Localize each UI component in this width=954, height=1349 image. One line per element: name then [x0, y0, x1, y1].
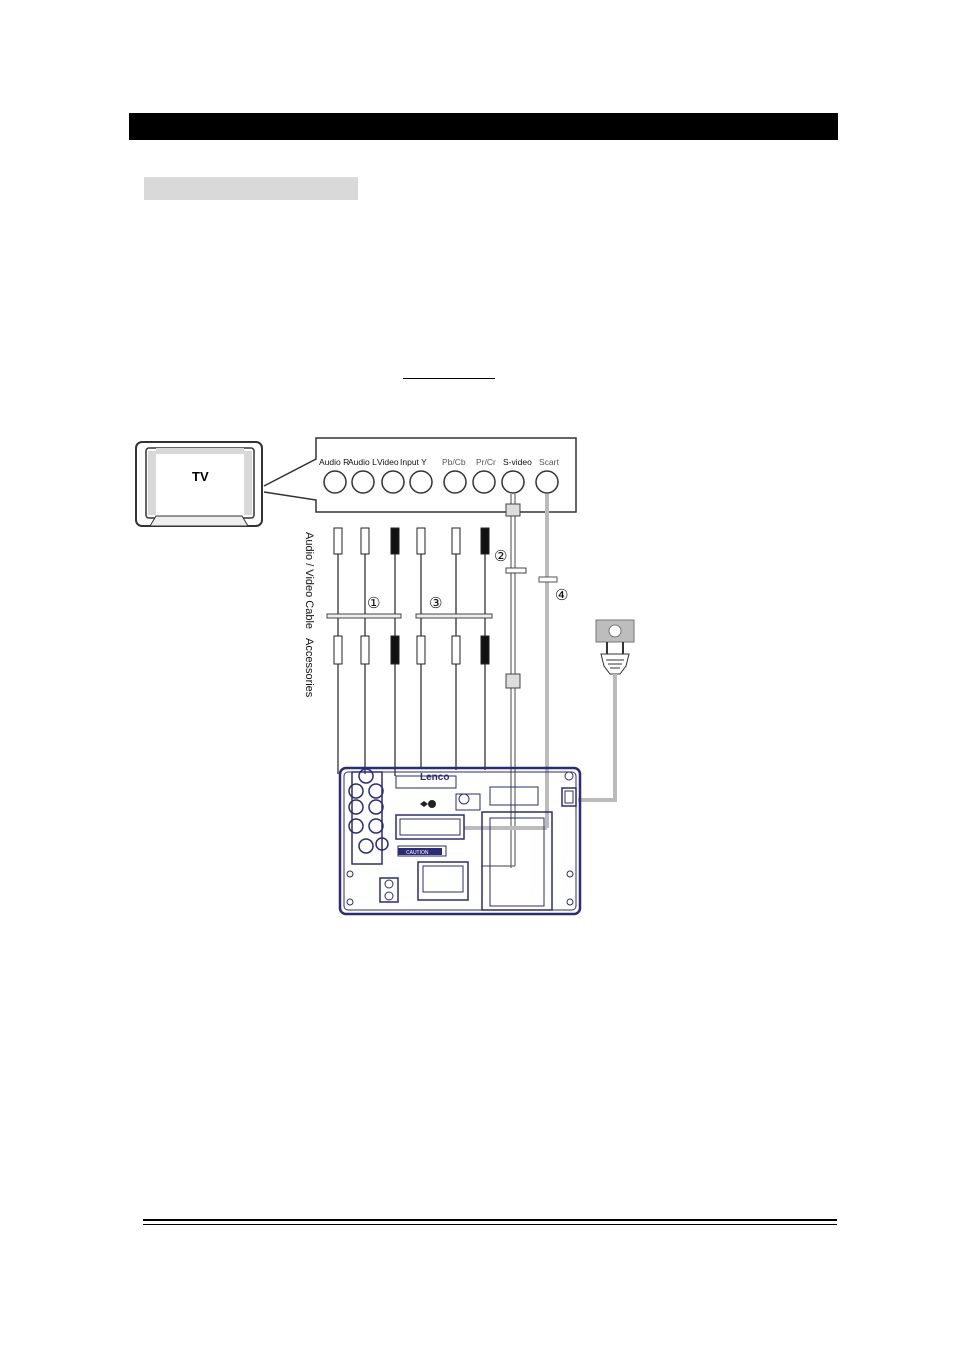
- power-plug: [595, 619, 635, 675]
- footer-rule: [143, 1219, 837, 1221]
- jack-label-pb-cb: Pb/Cb: [442, 457, 466, 467]
- footer-rule-thin: [143, 1224, 837, 1225]
- connection-diagram: TV Audio R Audio L Video Input Y Pb/Cb P…: [134, 434, 640, 918]
- jack-label-scart: Scart: [539, 457, 559, 467]
- jack-pb-cb: [443, 470, 467, 494]
- jack-label-audio-r: Audio R: [319, 457, 349, 467]
- jack-s-video: [501, 470, 525, 494]
- marker-2: ②: [494, 547, 507, 565]
- jack-input-y: [409, 470, 433, 494]
- jack-label-pr-cr: Pr/Cr: [476, 457, 496, 467]
- jack-audio-l: [351, 470, 375, 494]
- underline-rule: [403, 378, 495, 379]
- jack-label-audio-l: Audio L: [348, 457, 377, 467]
- brand-logo: Lenco: [420, 772, 449, 783]
- tv-label: TV: [192, 469, 209, 484]
- marker-1: ①: [367, 594, 380, 612]
- jack-audio-r: [323, 470, 347, 494]
- tv-illustration: TV: [135, 441, 263, 527]
- marker-4: ④: [555, 586, 568, 604]
- jack-scart: [535, 470, 559, 494]
- jack-label-s-video: S-video: [503, 457, 532, 467]
- accessories-label: Accessories: [303, 638, 315, 698]
- marker-3: ③: [429, 594, 442, 612]
- header-bar: [129, 113, 838, 140]
- jack-label-input-y: Input Y: [400, 457, 427, 467]
- av-cable-label: Audio / Video Cable: [303, 532, 315, 629]
- caution-label: CAUTION: [406, 850, 429, 856]
- jack-pr-cr: [472, 470, 496, 494]
- player-back-panel: [338, 766, 582, 916]
- jack-video: [381, 470, 405, 494]
- section-heading-box: [144, 177, 358, 200]
- jack-label-video: Video: [377, 457, 399, 467]
